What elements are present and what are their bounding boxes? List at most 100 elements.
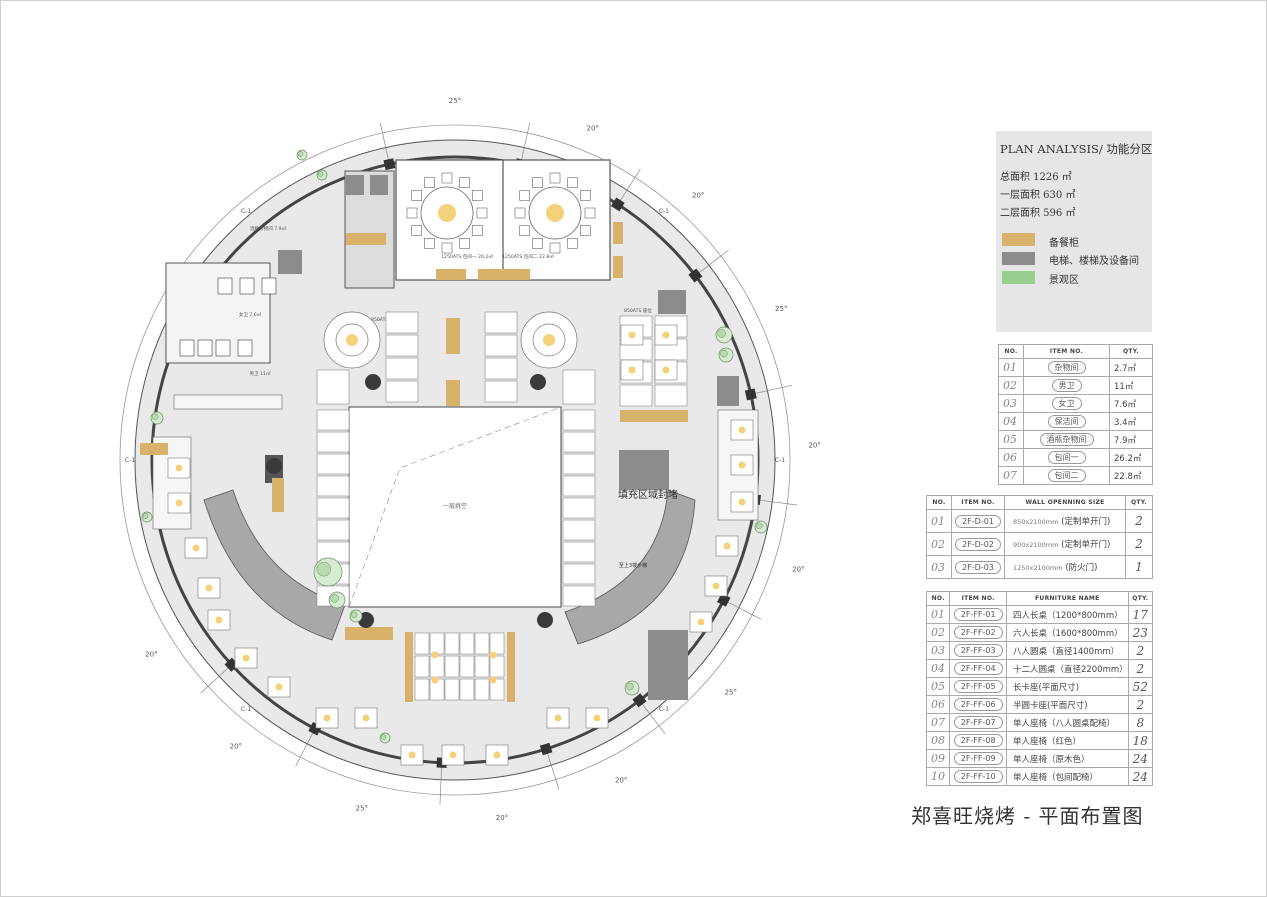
table-lamp [493, 751, 501, 759]
chair [532, 177, 543, 188]
col-item: ITEM NO. [951, 495, 1005, 510]
round-column [365, 374, 381, 390]
floor-plan: 一层挑空 1250ATS 包间一 26.2㎡ 1250ATS 包间二 22.8㎡ [119, 97, 821, 822]
col-no: NO. [926, 495, 952, 510]
area-floor2: 二层面积 596 ㎡ [1000, 208, 1076, 219]
col-item: ITEM NO. [1023, 344, 1110, 359]
table-lamp [449, 751, 457, 759]
area-floor1: 一层面积 630 ㎡ [1000, 190, 1076, 201]
drawing-title: 郑喜旺烧烤 - 平面布置图 [911, 804, 1144, 828]
booth-label-left: 850ATS 座位 [371, 316, 399, 323]
chair [584, 207, 596, 219]
tree [626, 682, 634, 691]
tree [142, 513, 149, 519]
angle-label: 25° [449, 97, 461, 105]
booth-seat [489, 678, 505, 701]
booth-seat [484, 334, 518, 357]
booth-seat [316, 475, 350, 497]
table-lamp [593, 714, 601, 722]
toilet-stall [261, 277, 277, 295]
table-lamp [489, 651, 497, 659]
section-label: C-1 [241, 706, 251, 713]
toilet-stall [197, 339, 213, 357]
tree [720, 349, 728, 358]
service-cabinet [478, 269, 530, 280]
table-lamp [438, 204, 456, 222]
booth-seat [385, 380, 419, 403]
booth-seat [489, 632, 505, 655]
booth-seat [444, 632, 460, 655]
toilet-stall [239, 277, 255, 295]
angle-label: 25° [356, 805, 368, 813]
tree [317, 171, 324, 177]
table-lamp [628, 366, 636, 374]
booth-seat [562, 369, 596, 405]
elevator-1 [346, 175, 364, 195]
tree [717, 329, 726, 338]
chair [549, 172, 561, 184]
plan-analysis-legend: PLAN ANALYSIS/ 功能分区 总面积 1226 ㎡ 一层面积 630 … [996, 131, 1152, 332]
service-cabinet [345, 627, 393, 640]
booth-seat [459, 655, 475, 678]
tree [755, 522, 763, 530]
table-lamp [712, 582, 720, 590]
room-label-1: 1250ATS 包间一 26.2㎡ [441, 253, 493, 260]
col-no: NO. [925, 591, 951, 606]
elevator-shaft [648, 630, 688, 700]
female-wc-label: 女卫 7.6㎡ [239, 311, 262, 318]
fill-label: 填充区域封堵 [618, 488, 678, 501]
chair [424, 177, 435, 188]
toilet-stall [179, 339, 195, 357]
toilet-stall [215, 339, 231, 357]
division-line [755, 499, 798, 506]
chair [411, 225, 422, 236]
booth-seat [562, 541, 596, 563]
column [383, 158, 396, 171]
service-cabinet [446, 380, 460, 406]
booth-seat [414, 632, 430, 655]
tree [350, 611, 358, 619]
table-lamp [205, 584, 213, 592]
col-qty: QTY. [1125, 495, 1153, 510]
angle-label: 25° [725, 688, 737, 696]
legend-title: PLAN ANALYSIS/ 功能分区 [1000, 142, 1153, 156]
stairs: 填充区域封堵 至上3楼步梯 [203, 488, 696, 645]
legend-swatch-landscape [1002, 271, 1035, 284]
table-lamp [554, 714, 562, 722]
rooms: 1250ATS 包间一 26.2㎡ 1250ATS 包间二 22.8㎡ 女卫 7… [140, 159, 759, 702]
table-lamp [662, 366, 670, 374]
table-lamp [628, 331, 636, 339]
chair [411, 190, 422, 201]
booth-seat [654, 384, 688, 407]
column [632, 693, 647, 708]
wine-storage-label: 酒瓶杂物间 7.9㎡ [250, 225, 287, 232]
elevator-2 [370, 175, 388, 195]
legend-label-circulation: 电梯、楼梯及设备间 [1049, 256, 1139, 267]
male-wc-label: 男卫 11㎡ [249, 370, 270, 377]
col-size: WALL OPENNING SIZE [1004, 495, 1126, 510]
booth-seat [316, 519, 350, 541]
section-label: C-1 [659, 208, 669, 215]
service-cabinet [620, 410, 688, 422]
table-lamp [489, 676, 497, 684]
table-lamp [738, 426, 746, 434]
table-lamp [242, 654, 250, 662]
booth-seat [414, 678, 430, 701]
booth-seat [414, 655, 430, 678]
col-name: FURNITURE NAME [1005, 591, 1129, 606]
service-cabinet [613, 222, 623, 244]
service-cabinet [446, 318, 460, 354]
chair [567, 238, 578, 249]
division-line [545, 748, 560, 790]
